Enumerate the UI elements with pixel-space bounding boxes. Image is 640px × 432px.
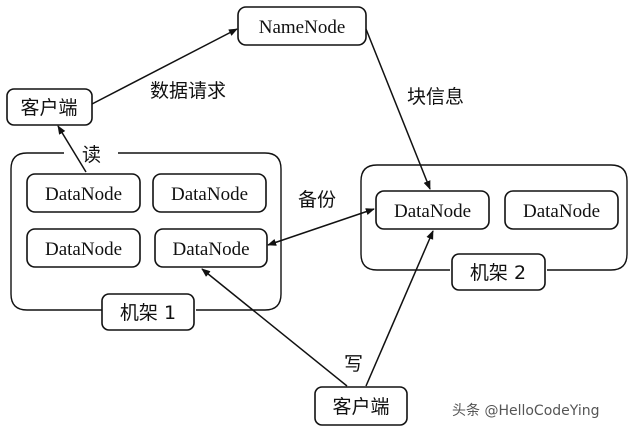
watermark: 头条 @HelloCodeYing	[452, 402, 599, 419]
arrow-write-rack1	[201, 268, 348, 387]
datanode-label: DataNode	[171, 184, 248, 205]
client-bottom: 客户端	[314, 386, 408, 426]
rack-1-datanode-1: DataNode	[26, 173, 141, 213]
arrow-read	[57, 125, 87, 173]
arrow-write-rack2	[365, 230, 434, 387]
datanode-box	[26, 228, 141, 268]
rack-1-datanode-2: DataNode	[152, 173, 267, 213]
client-bottom-label: 客户端	[332, 396, 389, 418]
rack-2-datanode-1: DataNode	[375, 190, 490, 230]
rack-1-label-box	[101, 293, 195, 331]
label-backup: 备份	[298, 189, 336, 211]
datanode-box	[26, 173, 141, 213]
rack-2-label: 机架 2	[470, 262, 526, 284]
rack-1-label: 机架 1	[120, 302, 176, 324]
client-top: 客户端	[6, 88, 93, 126]
arrow-data-request	[91, 28, 238, 105]
datanode-box	[375, 190, 490, 230]
namenode-box	[237, 6, 367, 46]
datanode-box	[152, 173, 267, 213]
datanode-label: DataNode	[172, 239, 249, 260]
namenode-label: NameNode	[259, 17, 346, 38]
label-write: 写	[344, 353, 363, 375]
datanode-label: DataNode	[45, 184, 122, 205]
label-block-info: 块信息	[407, 86, 464, 108]
client-top-box	[6, 88, 93, 126]
rack-2-datanode-2: DataNode	[504, 190, 619, 230]
client-top-label: 客户端	[20, 97, 77, 119]
rack-1-datanode-4: DataNode	[154, 228, 268, 268]
datanode-label: DataNode	[394, 201, 471, 222]
datanode-box	[504, 190, 619, 230]
namenode: NameNode	[237, 6, 367, 46]
client-bottom-box	[314, 386, 408, 426]
label-read: 读	[82, 144, 101, 166]
arrow-block-info	[365, 28, 431, 190]
rack-1-datanode-3: DataNode	[26, 228, 141, 268]
label-data-request: 数据请求	[150, 80, 226, 102]
datanode-label: DataNode	[45, 239, 122, 260]
datanode-label: DataNode	[523, 201, 600, 222]
rack-2-label-box	[451, 253, 546, 291]
datanode-box	[154, 228, 268, 268]
arrow-backup	[267, 208, 375, 246]
